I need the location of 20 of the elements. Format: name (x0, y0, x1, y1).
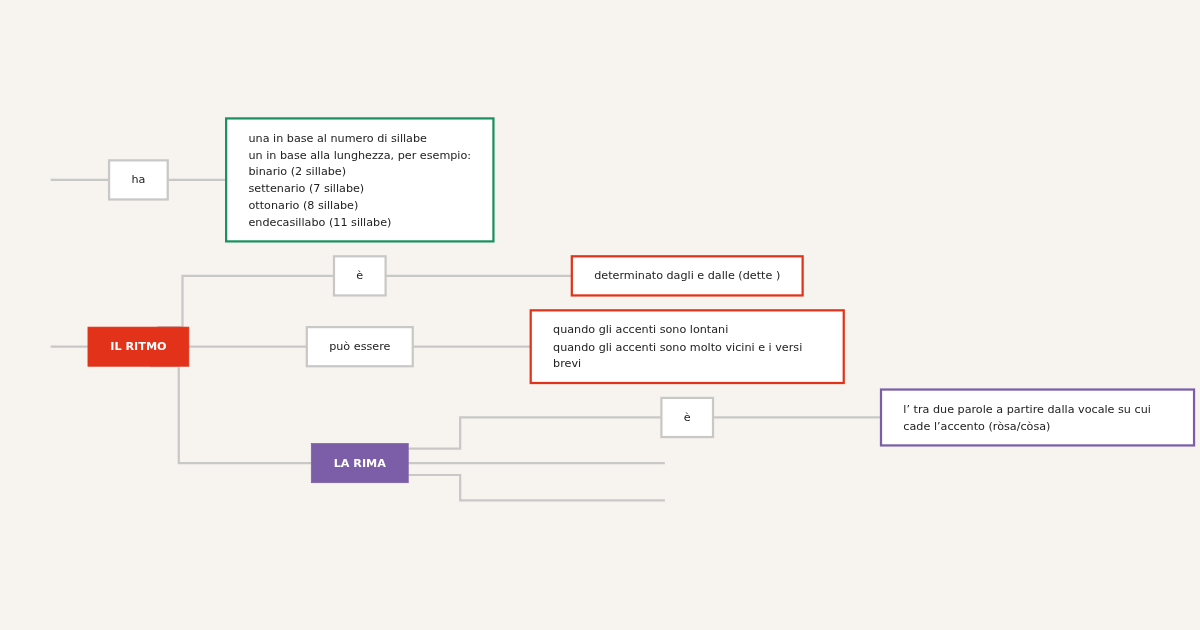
node-box: determinato dagli e dalle (dette ) (570, 255, 804, 297)
connector (385, 274, 572, 277)
connector (713, 416, 881, 419)
node-box: IL RITMO (87, 326, 190, 367)
node-box: l’ tra due parole a partire dalla vocale su cui cade l’accento (ròsa/còsa) (879, 388, 1196, 447)
connector (188, 345, 307, 348)
connector (408, 416, 662, 450)
node-box: è (332, 255, 387, 297)
node-box: quando gli accenti sono lontani quando gli accenti sono molto vicini e i versi brevi (529, 309, 845, 385)
connector (408, 462, 665, 465)
connector (50, 345, 88, 348)
node-box: LA RIMA (310, 443, 409, 484)
node-box: ha (107, 159, 169, 201)
connector (50, 178, 110, 182)
node-box: è (660, 396, 715, 439)
node-box: può essere (305, 326, 414, 368)
connector (412, 345, 531, 348)
node-box: una in base al numero di sillabe un in base alla lunghezza, per esempio: binario (2 sillabe) settenario (7 sillabe) ottonario (8 sillabe) endecasillabo (11 sillabe) (225, 117, 495, 243)
connector (167, 178, 227, 182)
connector (408, 473, 665, 502)
